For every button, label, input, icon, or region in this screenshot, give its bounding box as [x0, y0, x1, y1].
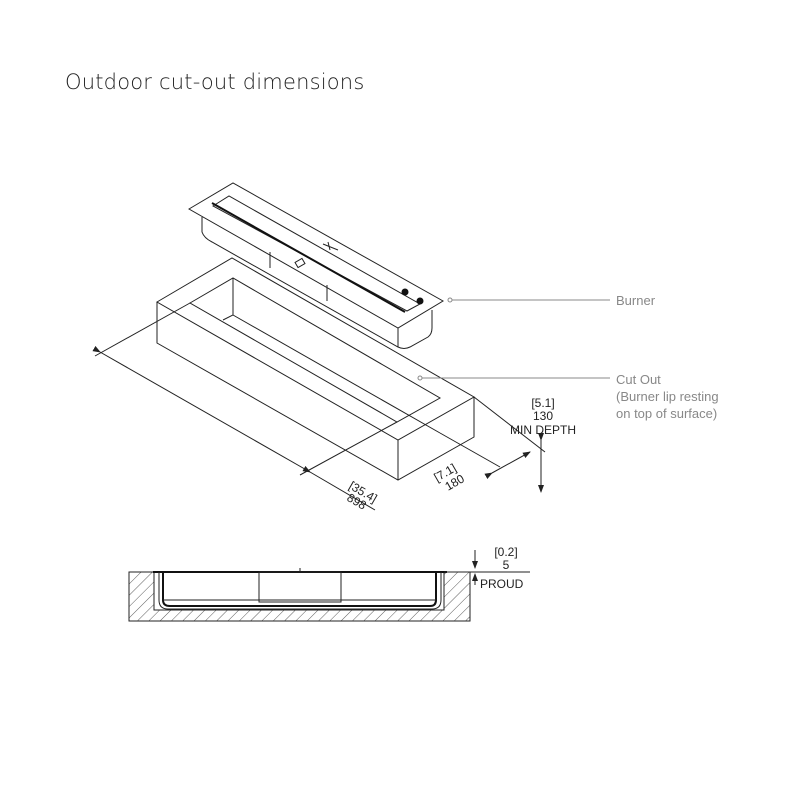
leader-lines	[417, 297, 610, 381]
depth-mm: 130	[533, 409, 553, 423]
cutout-label: Cut Out	[616, 372, 661, 387]
depth-note: MIN DEPTH	[510, 423, 576, 437]
burner-drawing	[188, 182, 444, 349]
cutout-note-line1: (Burner lip resting	[616, 389, 719, 404]
section-view	[128, 550, 530, 622]
dimension-lines	[92, 302, 546, 511]
proud-mm: 5	[503, 558, 510, 572]
page-title: Outdoor cut-out dimensions	[65, 70, 365, 94]
proud-inches: [0.2]	[494, 545, 517, 559]
cutout-note-line2: on top of surface)	[616, 406, 717, 421]
proud-note: PROUD	[480, 577, 524, 591]
depth-inches: [5.1]	[531, 396, 554, 410]
burner-label: Burner	[616, 293, 656, 308]
